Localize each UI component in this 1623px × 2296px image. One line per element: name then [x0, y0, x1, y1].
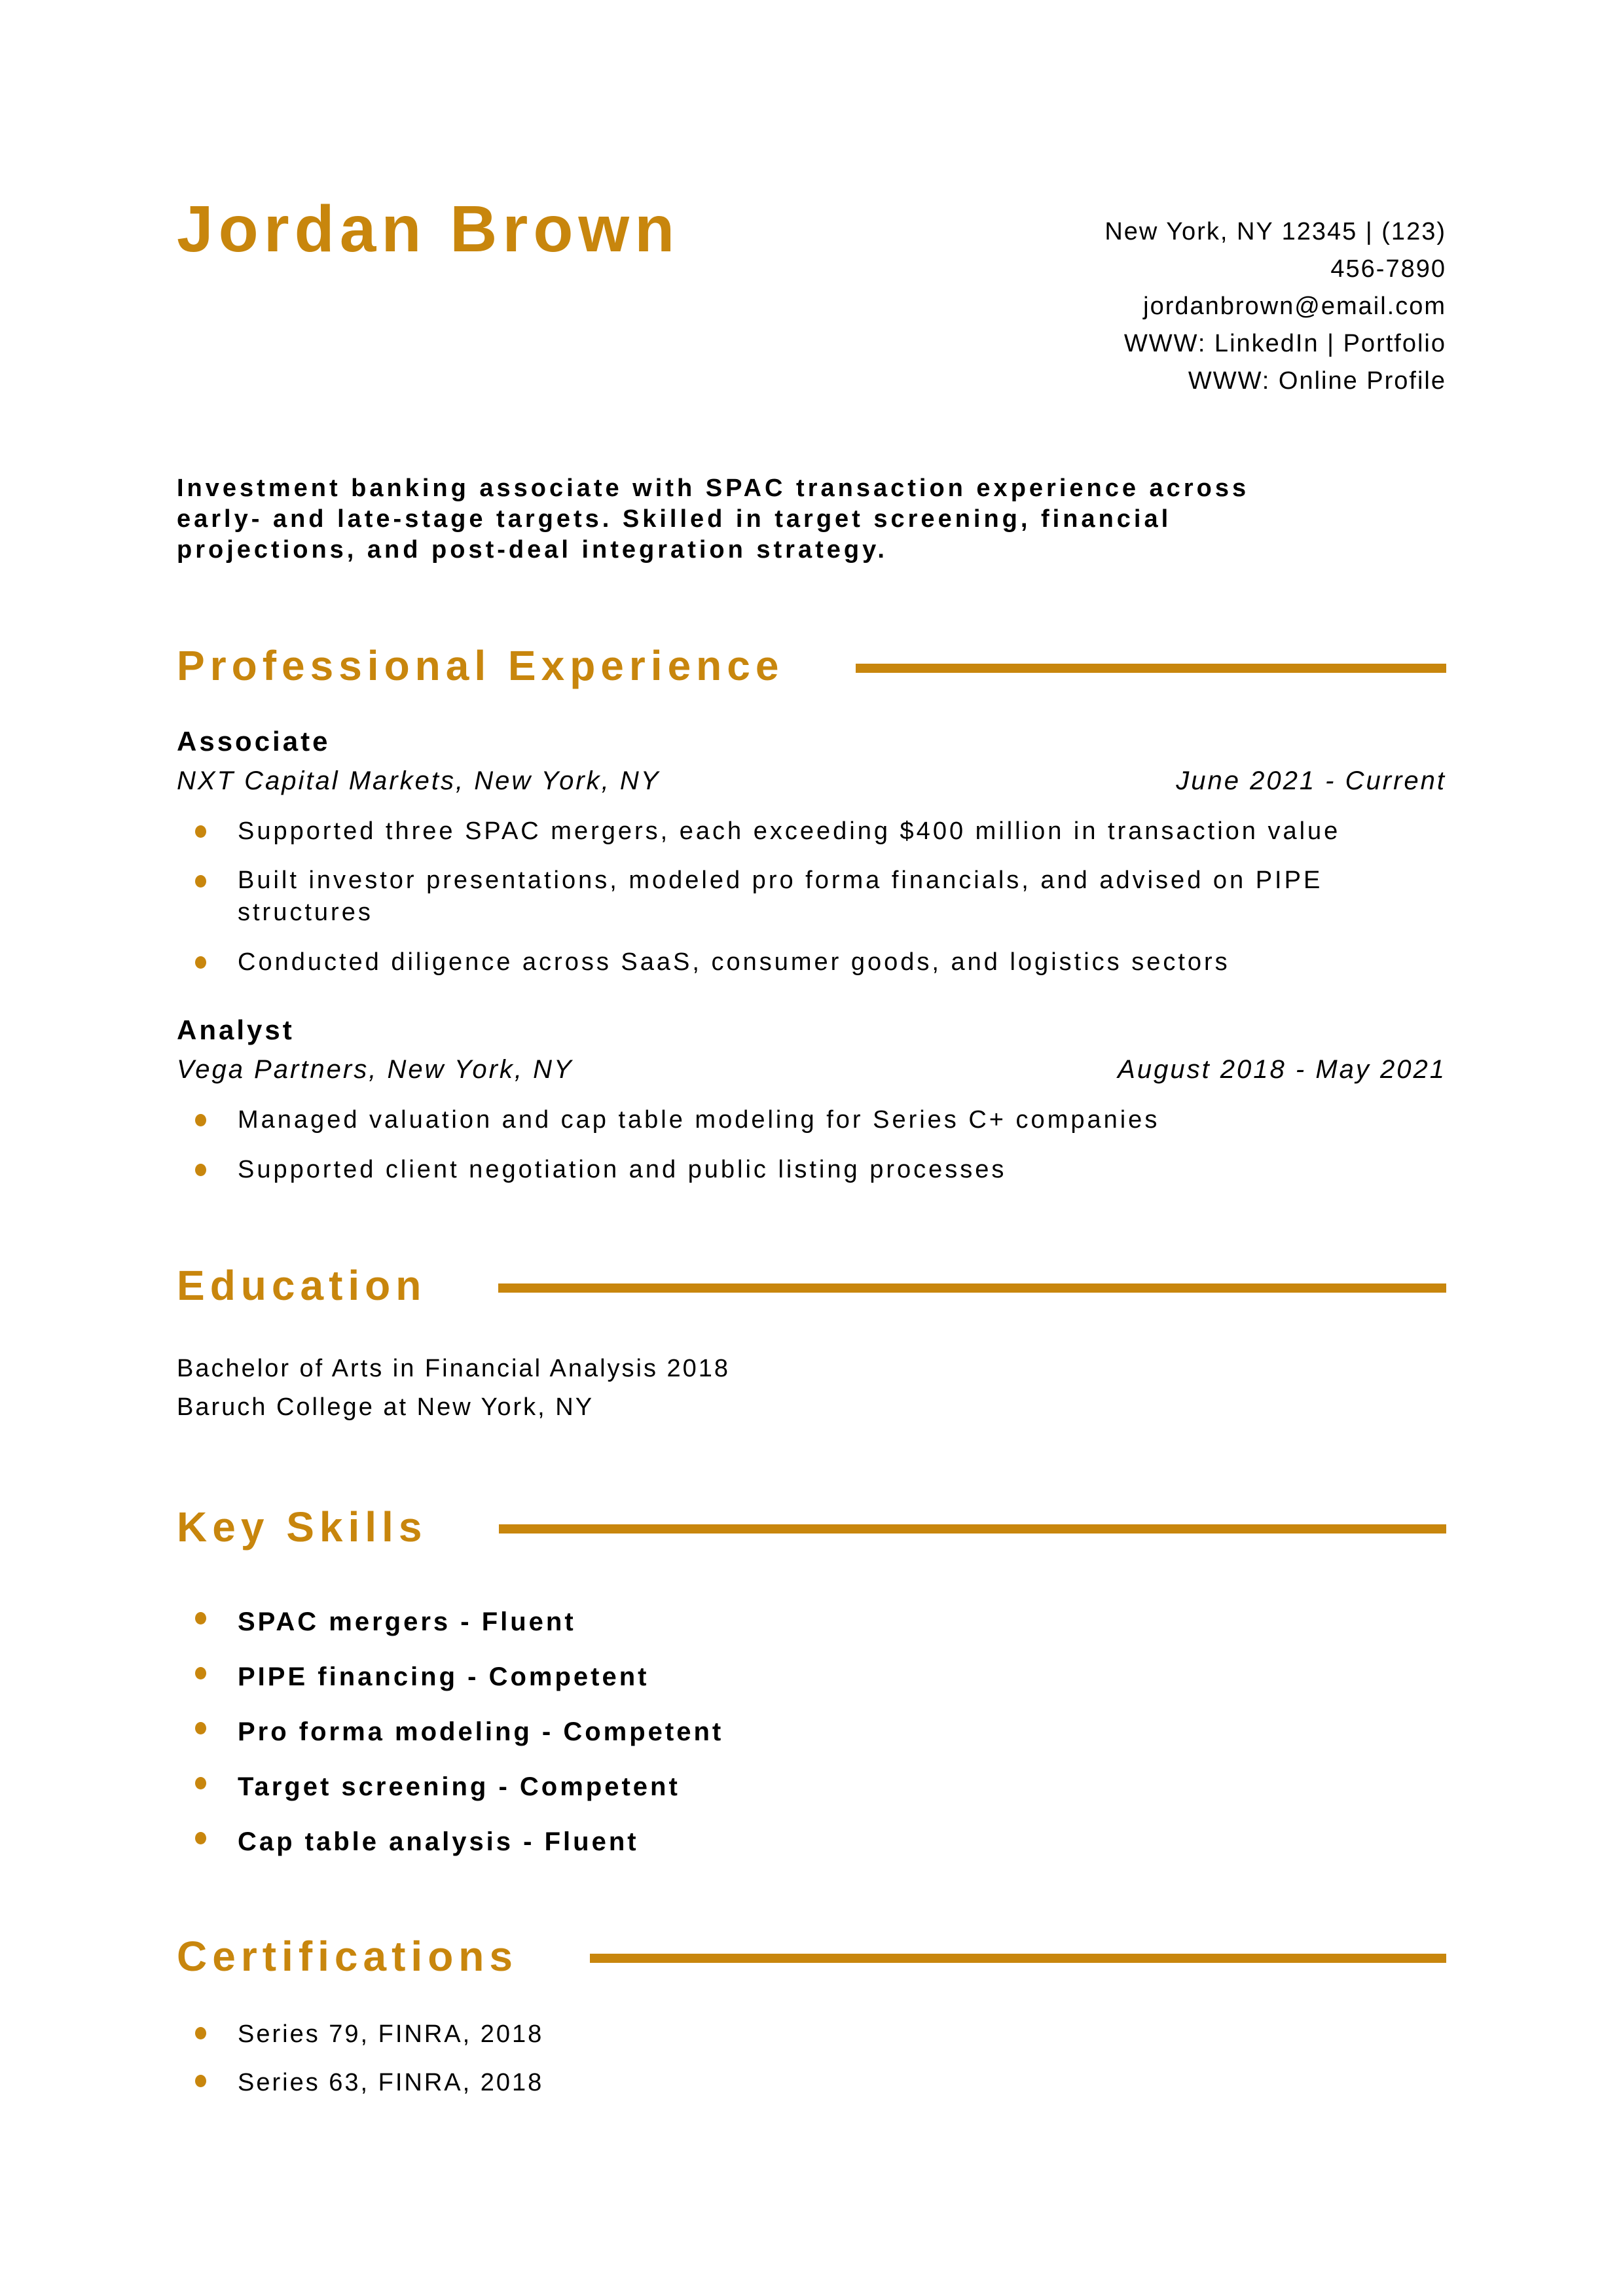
skill-item: SPAC mergers - Fluent [177, 1607, 1446, 1636]
certifications-heading: Certifications [177, 1933, 1446, 1979]
certifications-title: Certifications [177, 1933, 518, 1981]
section-skills: Key Skills SPAC mergers - Fluent PIPE fi… [177, 1503, 1446, 1856]
certification-item: Series 79, FINRA, 2018 [177, 2018, 1446, 2051]
education-degree: Bachelor of Arts in Financial Analysis 2… [177, 1354, 731, 1382]
education-title: Education [177, 1262, 427, 1310]
skill-item: Pro forma modeling - Competent [177, 1717, 1446, 1746]
job-bullet: Supported three SPAC mergers, each excee… [177, 816, 1364, 848]
heading-rule [856, 663, 1446, 673]
job-title: Associate [177, 725, 331, 757]
experience-heading: Professional Experience [177, 643, 1446, 689]
contact-email: jordanbrown@email.com [1143, 293, 1446, 320]
section-education: Education Bachelor of Arts in Financial … [177, 1263, 1446, 1426]
skills-title: Key Skills [177, 1503, 428, 1551]
job-dates: June 2021 - Current [1176, 766, 1446, 795]
job-bullet: Conducted diligence across SaaS, consume… [177, 946, 1364, 978]
education-heading: Education [177, 1262, 1446, 1310]
section-certifications: Certifications Series 79, FINRA, 2018 Se… [177, 1933, 1446, 2099]
section-experience: Professional Experience Associate NXT Ca… [177, 643, 1446, 1185]
job-meta: NXT Capital Markets, New York, NY June 2… [177, 766, 1446, 796]
education-school: Baruch College at New York, NY [177, 1393, 594, 1421]
job-title: Analyst [177, 1014, 295, 1046]
job-bullet: Supported client negotiation and public … [177, 1154, 1364, 1186]
candidate-name: Jordan Brown [177, 192, 680, 266]
contact-phone-cont: 456-7890 [1330, 255, 1446, 283]
job-bullet: Built investor presentations, modeled pr… [177, 865, 1364, 928]
job-company: NXT Capital Markets, New York, NY [177, 766, 661, 795]
skills-heading: Key Skills [177, 1503, 1446, 1551]
job-bullet-list: Managed valuation and cap table modeling… [177, 1104, 1446, 1185]
skill-item: Cap table analysis - Fluent [177, 1827, 1446, 1856]
experience-title: Professional Experience [177, 642, 784, 690]
contact-block: New York, NY 12345 | (123) 456-7890 jord… [1104, 213, 1446, 400]
certification-list: Series 79, FINRA, 2018 Series 63, FINRA,… [177, 2018, 1446, 2099]
contact-location-phone: New York, NY 12345 | (123) [1104, 218, 1446, 245]
job-meta: Vega Partners, New York, NY August 2018 … [177, 1055, 1446, 1085]
contact-online-profile: WWW: Online Profile [1188, 367, 1446, 395]
job-company: Vega Partners, New York, NY [177, 1055, 574, 1085]
job-dates: August 2018 - May 2021 [1118, 1055, 1446, 1085]
job-bullet-list: Supported three SPAC mergers, each excee… [177, 816, 1446, 978]
job-analyst: Analyst Vega Partners, New York, NY Augu… [177, 1014, 1446, 1185]
heading-rule [498, 1283, 1446, 1293]
heading-rule [589, 1954, 1446, 1964]
heading-rule [499, 1524, 1446, 1534]
contact-links: WWW: LinkedIn | Portfolio [1123, 330, 1446, 357]
job-associate: Associate NXT Capital Markets, New York,… [177, 726, 1446, 978]
job-bullet: Managed valuation and cap table modeling… [177, 1104, 1364, 1136]
professional-summary: Investment banking associate with SPAC t… [177, 475, 1250, 564]
skill-item: PIPE financing - Competent [177, 1662, 1446, 1691]
certification-item: Series 63, FINRA, 2018 [177, 2067, 1446, 2099]
skill-item: Target screening - Competent [177, 1772, 1446, 1801]
header: Jordan Brown New York, NY 12345 | (123) … [177, 195, 1446, 400]
education-details: Bachelor of Arts in Financial Analysis 2… [177, 1350, 1446, 1427]
skill-list: SPAC mergers - Fluent PIPE financing - C… [177, 1607, 1446, 1856]
